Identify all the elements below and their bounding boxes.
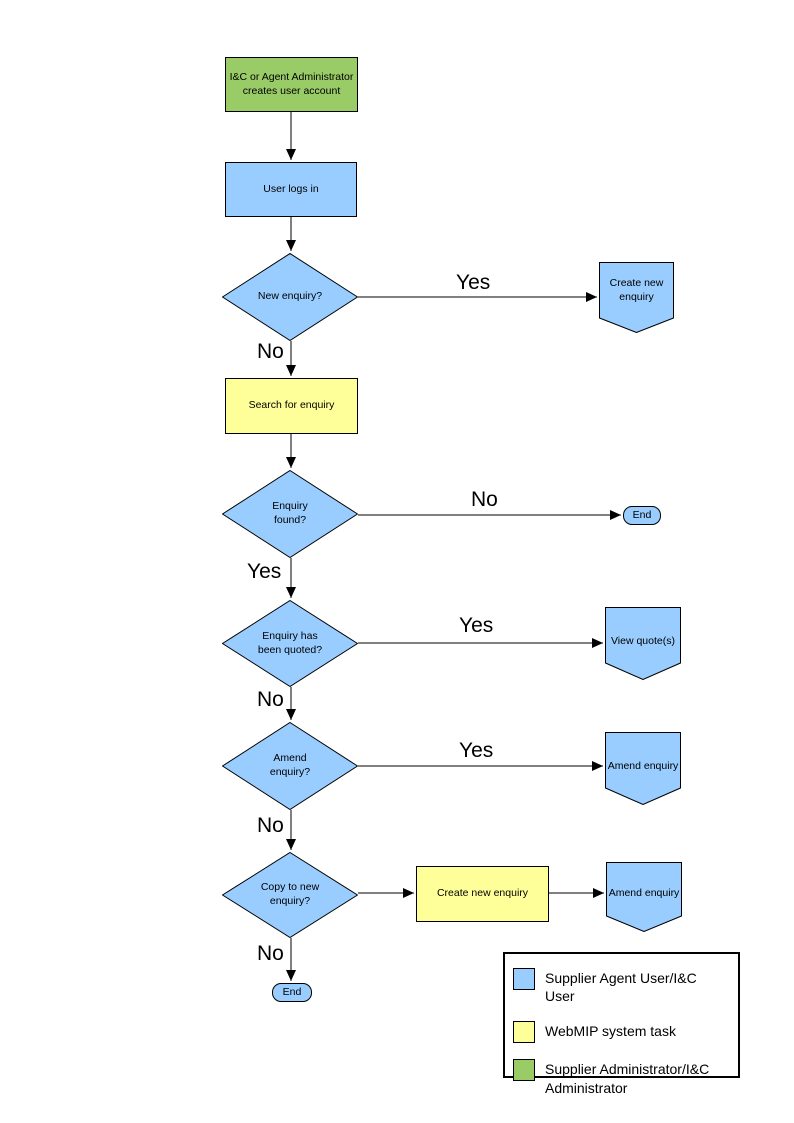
task-create-new-enquiry: Create new enquiry bbox=[416, 866, 549, 922]
decision-copy-to-new-enquiry: Copy to new enquiry? bbox=[222, 852, 358, 938]
task-search-for-enquiry: Search for enquiry bbox=[225, 378, 358, 434]
pentagon-shape bbox=[606, 862, 682, 932]
legend-swatch-system bbox=[513, 1021, 535, 1044]
diamond-shape bbox=[222, 253, 358, 341]
legend-item-admin: Supplier Administrator/I&C Administrator bbox=[513, 1059, 730, 1096]
decision-new-enquiry: New enquiry? bbox=[222, 253, 358, 341]
node-label: Search for enquiry bbox=[248, 399, 335, 412]
legend-label: WebMIP system task bbox=[545, 1023, 676, 1040]
diamond-shape bbox=[222, 852, 358, 938]
pentagon-shape bbox=[605, 732, 681, 805]
legend-swatch-user bbox=[513, 968, 535, 990]
legend-item-user: Supplier Agent User/I&C User bbox=[513, 968, 730, 1005]
edge-label-yes: Yes bbox=[459, 739, 494, 762]
diamond-shape bbox=[222, 470, 358, 558]
edge-label-yes: Yes bbox=[456, 271, 491, 294]
node-label: View quote(s) bbox=[610, 635, 675, 647]
node-label: New enquiry? bbox=[257, 290, 323, 303]
node-label: User logs in bbox=[263, 182, 319, 195]
legend-item-system: WebMIP system task bbox=[513, 1021, 730, 1044]
offpage-amend-enquiry-2: Amend enquiry bbox=[606, 862, 682, 932]
decision-enquiry-quoted: Enquiry has been quoted? bbox=[222, 600, 358, 687]
diamond-shape bbox=[222, 600, 358, 687]
decision-enquiry-found: Enquiry found? bbox=[222, 470, 358, 558]
node-label: Create new enquiry bbox=[609, 277, 664, 303]
pentagon-shape bbox=[605, 607, 681, 680]
node-label: Copy to new enquiry? bbox=[260, 881, 320, 907]
node-label: Amend enquiry bbox=[607, 760, 679, 772]
node-label: End bbox=[632, 508, 652, 521]
legend-label: Supplier Agent User/I&C User bbox=[545, 970, 697, 1005]
edge-label-no: No bbox=[257, 942, 284, 965]
terminator-end-right: End bbox=[623, 506, 661, 525]
node-label: End bbox=[282, 985, 302, 998]
offpage-create-new-enquiry: Create new enquiry bbox=[599, 262, 674, 333]
offpage-amend-enquiry: Amend enquiry bbox=[605, 732, 681, 805]
node-label: Create new enquiry bbox=[436, 887, 529, 900]
legend: Supplier Agent User/I&C User WebMIP syst… bbox=[503, 952, 740, 1096]
decision-amend-enquiry: Amend enquiry? bbox=[222, 722, 358, 810]
edge-label-no: No bbox=[257, 814, 284, 837]
edge-label-no: No bbox=[257, 340, 284, 363]
node-label: Enquiry found? bbox=[272, 500, 308, 526]
edge-label-no: No bbox=[471, 488, 498, 511]
edge-label-yes: Yes bbox=[247, 560, 282, 583]
edge-label-yes: Yes bbox=[459, 614, 494, 637]
pentagon-shape bbox=[599, 262, 674, 333]
legend-swatch-admin bbox=[513, 1059, 535, 1082]
offpage-view-quotes: View quote(s) bbox=[605, 607, 681, 680]
legend-label: Supplier Administrator/I&C Administrator bbox=[545, 1061, 710, 1096]
edge-label-no: No bbox=[257, 688, 284, 711]
process-admin-creates-account: I&C or Agent Administrator creates user … bbox=[225, 57, 358, 112]
terminator-end-bottom: End bbox=[272, 983, 312, 1002]
node-label: Enquiry has been quoted? bbox=[257, 629, 323, 656]
node-label: Amend enquiry? bbox=[269, 752, 311, 778]
node-label: Amend enquiry bbox=[608, 887, 680, 899]
diamond-shape bbox=[222, 722, 358, 810]
node-label: I&C or Agent Administrator creates user … bbox=[229, 70, 354, 97]
process-user-logs-in: User logs in bbox=[225, 162, 357, 217]
